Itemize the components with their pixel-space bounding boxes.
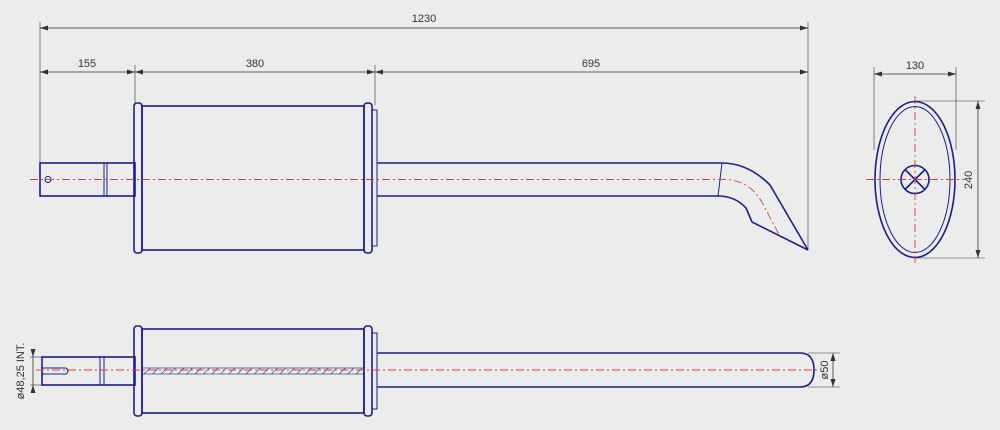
overall-length-label: 1230 bbox=[412, 13, 436, 25]
side-view: 1230 155 380 695 bbox=[30, 13, 809, 254]
oval-width-dimension: 130 bbox=[874, 60, 956, 77]
inlet-diameter-label: ø48,25 INT. bbox=[15, 343, 27, 400]
side-view-centerline bbox=[30, 179, 783, 241]
muffler-body-plan bbox=[133, 325, 378, 417]
box-length-label: 380 bbox=[246, 58, 264, 70]
tail-length-label: 695 bbox=[582, 58, 600, 70]
oval-height-dimension: 240 bbox=[963, 101, 981, 258]
muffler-body bbox=[133, 102, 378, 254]
oval-width-label: 130 bbox=[906, 60, 924, 72]
oval-height-label: 240 bbox=[963, 171, 975, 189]
plan-view: ø48,25 INT. ø50 bbox=[15, 325, 840, 417]
segment-dimensions: 155 380 695 bbox=[40, 58, 808, 75]
inlet-diameter-dimension: ø48,25 INT. bbox=[15, 343, 42, 400]
overall-length-dimension: 1230 bbox=[40, 13, 808, 31]
tail-pipe-plan bbox=[377, 352, 815, 388]
end-view: 130 240 bbox=[866, 60, 985, 263]
outlet-diameter-label: ø50 bbox=[819, 361, 831, 380]
inlet-pipe bbox=[39, 162, 136, 197]
inlet-length-label: 155 bbox=[78, 58, 96, 70]
perforated-tube bbox=[141, 367, 365, 375]
outlet-diameter-dimension: ø50 bbox=[808, 352, 840, 388]
tail-pipe bbox=[377, 162, 809, 251]
inlet-pipe-plan bbox=[41, 356, 136, 386]
